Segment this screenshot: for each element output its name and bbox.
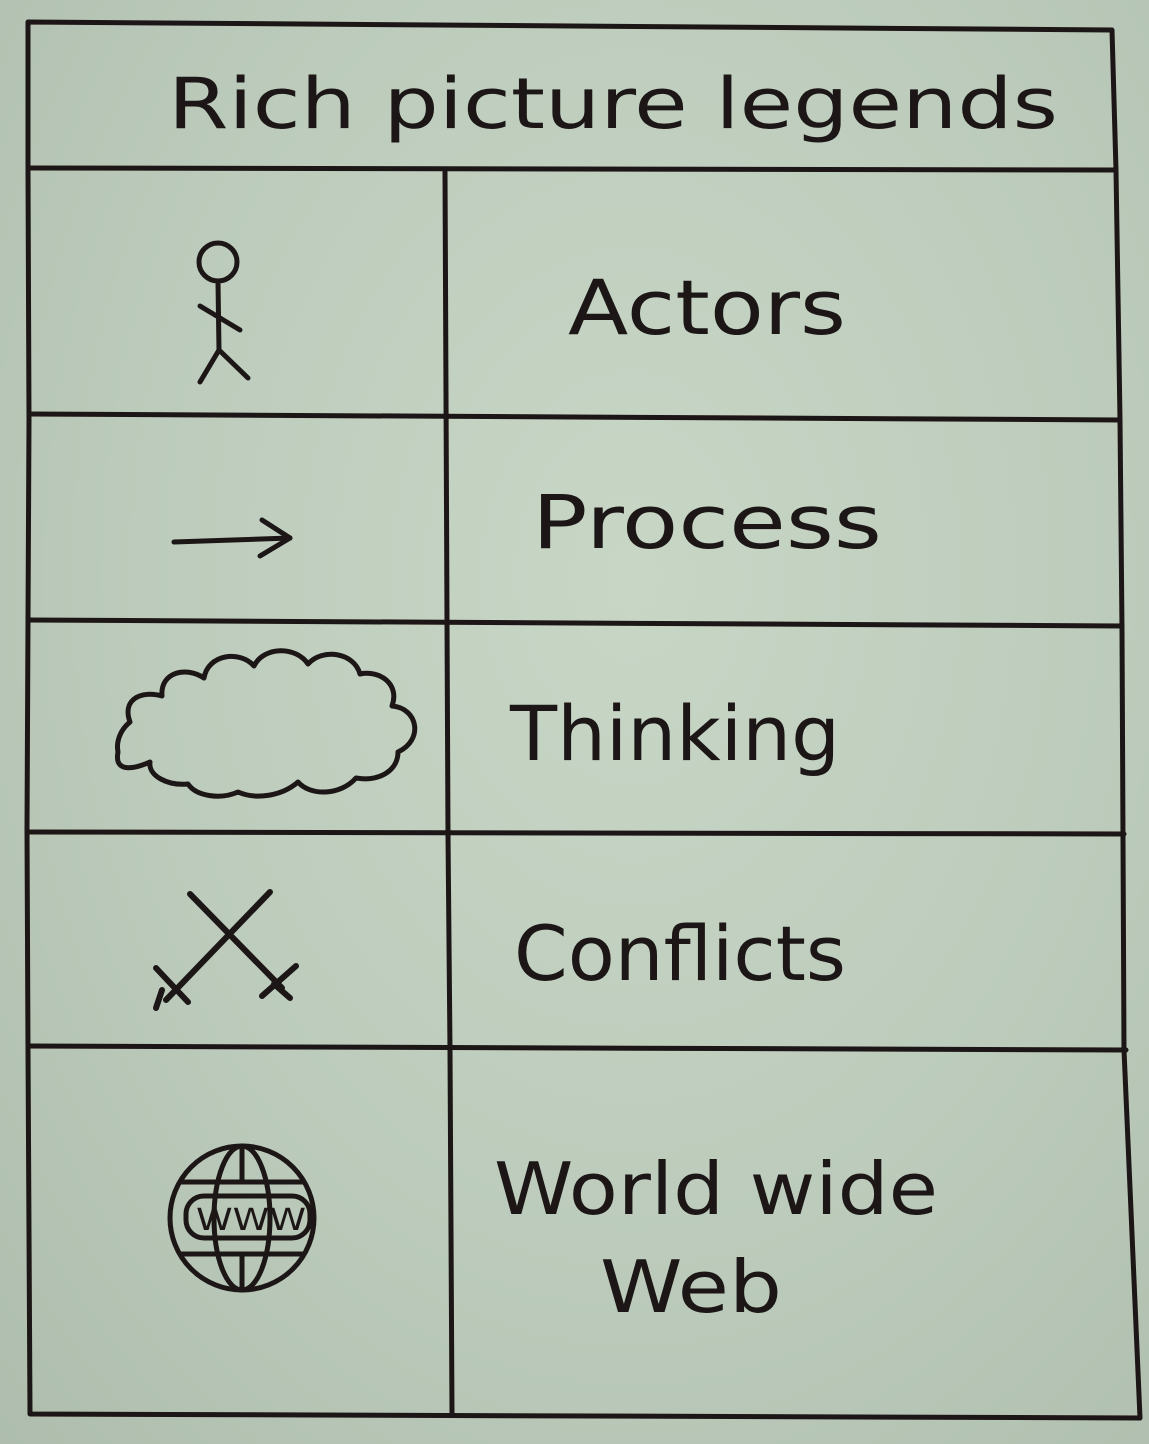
label-world-wide: World wide <box>494 1147 938 1231</box>
label-thinking: Thinking <box>509 689 840 778</box>
label-conflicts: Conflicts <box>514 909 846 998</box>
title-divider <box>25 165 1119 173</box>
label-actors: Actors <box>568 263 846 352</box>
label-web: Web <box>600 1245 782 1329</box>
row-divider-1 <box>26 411 1123 423</box>
globe-icon <box>167 1143 317 1293</box>
table-grid <box>24 19 1143 1421</box>
table-border <box>24 19 1143 1421</box>
stick-figure-icon <box>196 240 251 385</box>
column-divider <box>442 167 455 1417</box>
row-divider-3 <box>24 829 1127 837</box>
table-title: Rich picture legends <box>168 63 1058 145</box>
globe-text: WWW <box>196 1203 306 1238</box>
crossed-swords-icon <box>153 889 299 1011</box>
cloud-icon <box>114 648 418 799</box>
label-process: Process <box>532 480 882 566</box>
arrow-icon <box>171 517 293 559</box>
row-divider-4 <box>25 1043 1129 1053</box>
row-divider-2 <box>25 617 1125 629</box>
